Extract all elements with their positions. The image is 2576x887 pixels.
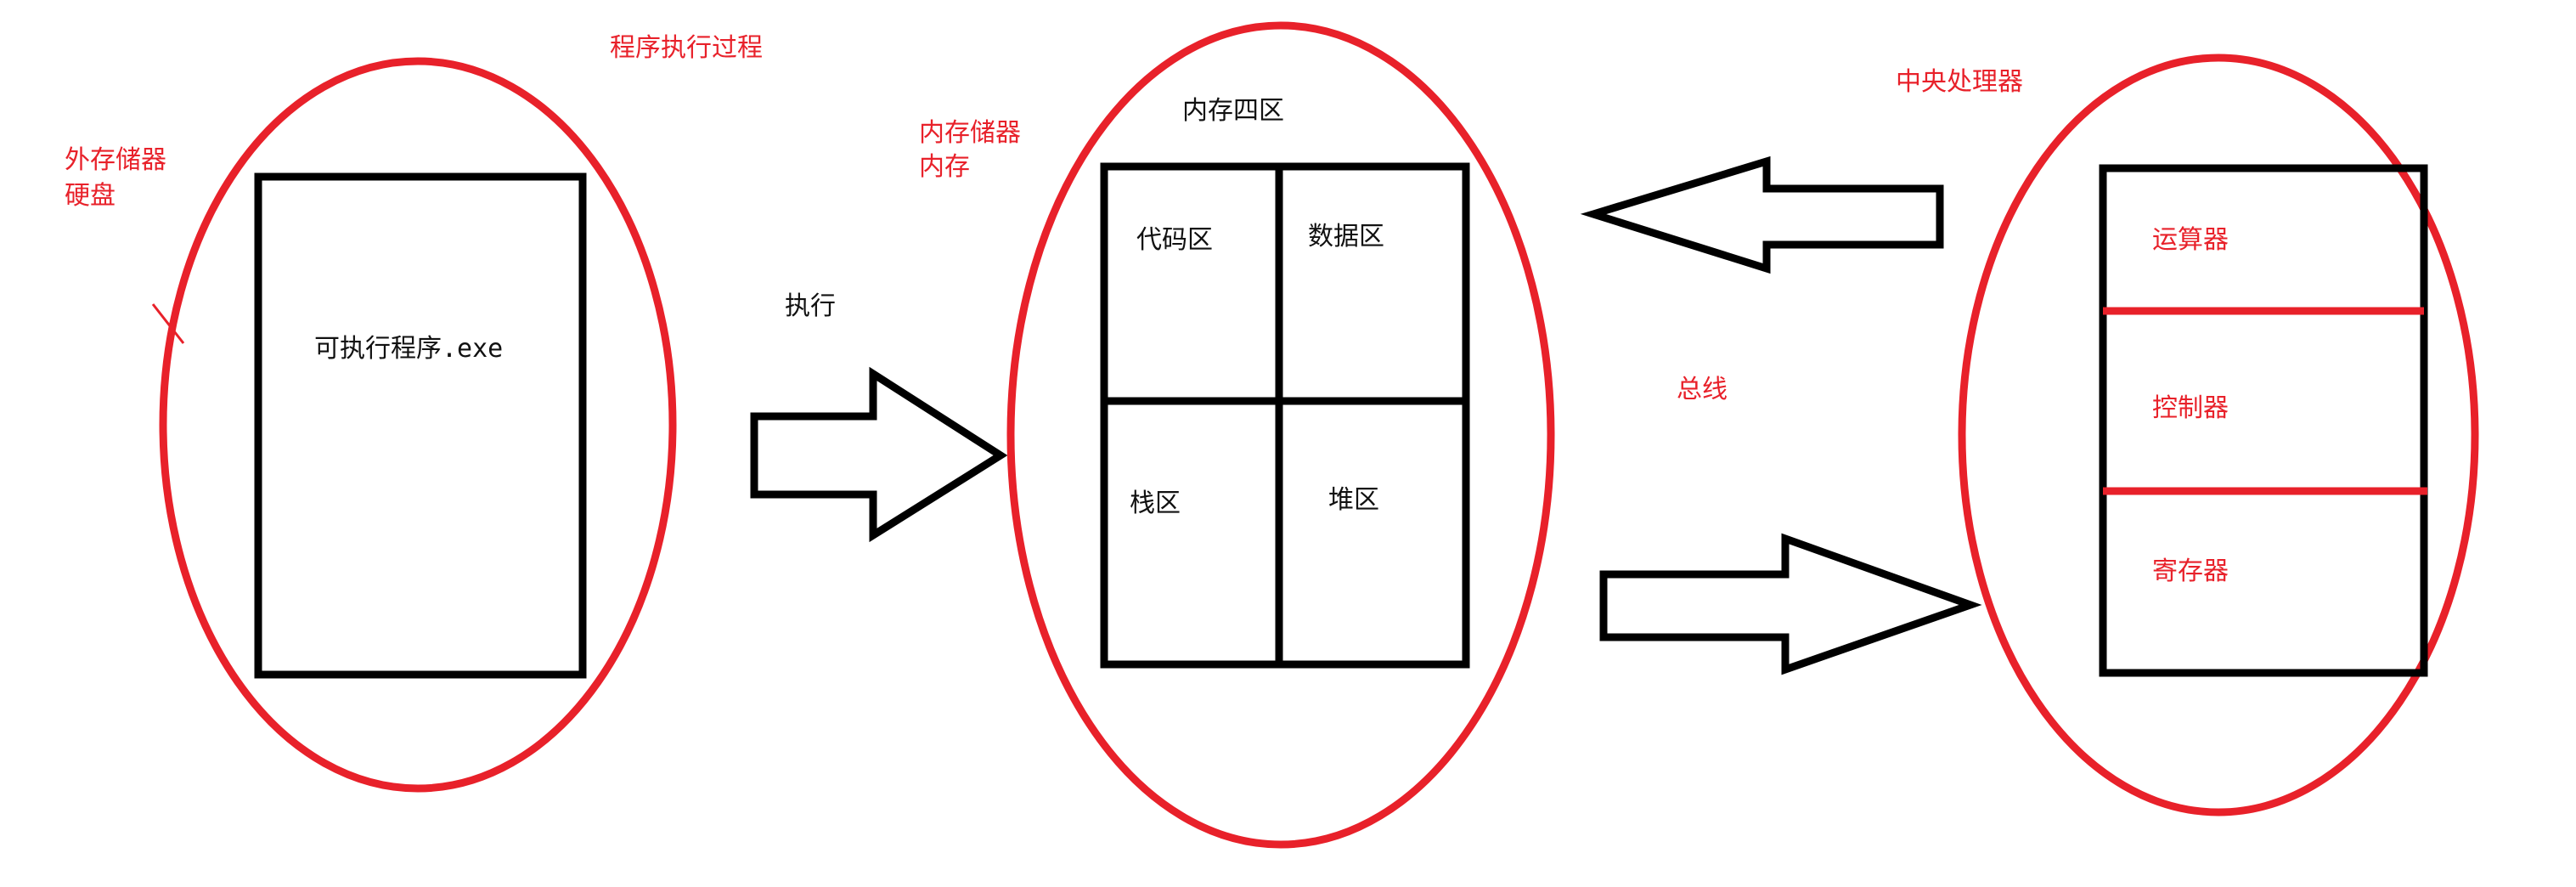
alu-label: 运算器	[2152, 225, 2229, 255]
memory-four-areas-title: 内存四区	[1182, 96, 1284, 126]
code-area-label: 代码区	[1136, 225, 1213, 255]
memory-four-areas-box	[1100, 162, 1470, 669]
heap-area-label: 堆区	[1328, 485, 1379, 515]
internal-memory-ellipse	[1006, 21, 1555, 849]
execute-arrow	[750, 366, 1008, 543]
executable-program-box	[254, 172, 587, 679]
executable-program-label: 可执行程序.exe	[314, 333, 503, 365]
stack-area-label: 栈区	[1130, 489, 1181, 518]
hard-disk-label: 硬盘	[65, 181, 116, 211]
diagram-title: 程序执行过程	[610, 33, 763, 63]
cpu-components-box	[2099, 164, 2428, 677]
cpu-label: 中央处理器	[1896, 67, 2023, 97]
register-label: 寄存器	[2152, 556, 2229, 586]
external-storage-ellipse	[159, 57, 677, 793]
external-storage-label: 外存储器	[65, 145, 166, 175]
program-name: 可执行程序	[314, 334, 442, 364]
data-area-label: 数据区	[1308, 222, 1384, 251]
memory-label: 内存	[919, 152, 970, 182]
cpu-ellipse	[1958, 54, 2479, 816]
program-extension: .exe	[442, 334, 504, 364]
bus-label: 总线	[1677, 375, 1728, 404]
stray-mark	[151, 303, 185, 344]
execute-label: 执行	[785, 291, 836, 321]
control-unit-label: 控制器	[2152, 393, 2229, 423]
bus-arrow-left	[1580, 155, 1944, 274]
bus-arrow-right	[1599, 533, 1982, 675]
internal-memory-label: 内存储器	[919, 118, 1021, 148]
